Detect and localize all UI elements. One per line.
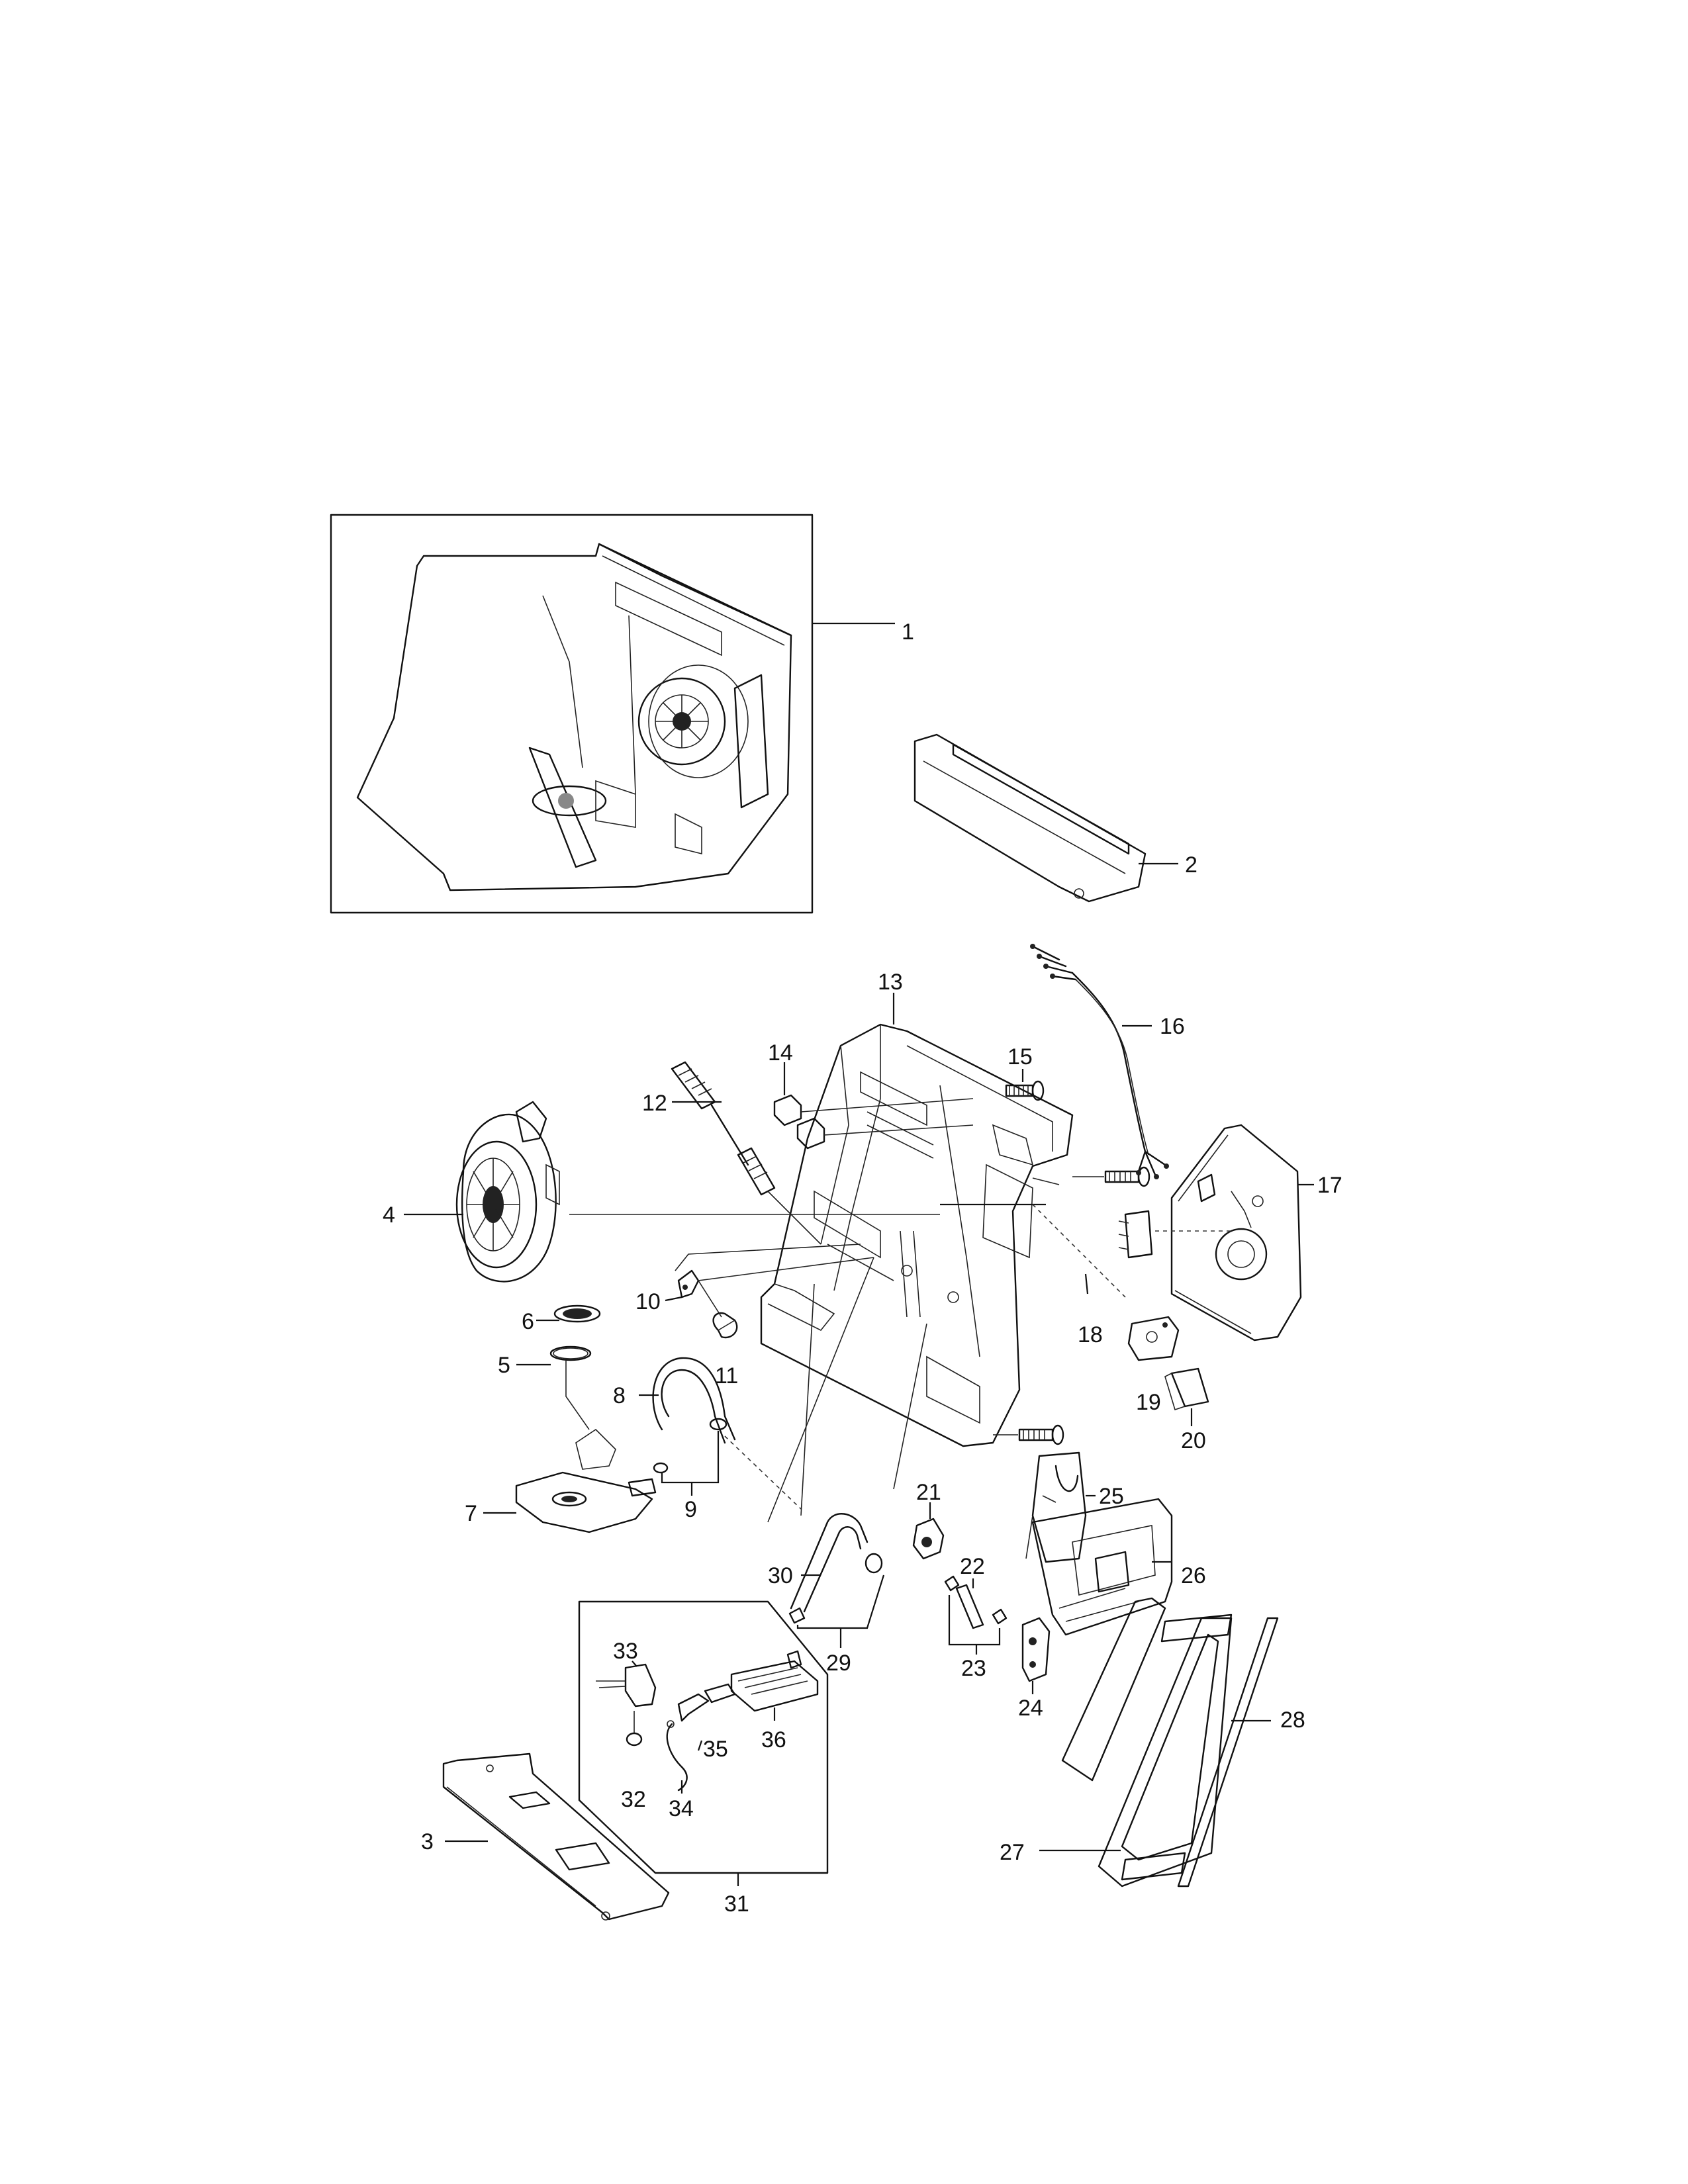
callout-24: 24 (1018, 1696, 1043, 1721)
callout-19: 19 (1136, 1390, 1161, 1415)
callout-30: 30 (768, 1563, 793, 1588)
callout-labels: 1 2 3 4 5 6 7 8 9 10 11 12 13 14 15 16 1… (383, 619, 1342, 1917)
callout-10: 10 (635, 1289, 661, 1314)
part-14-clips (773, 1062, 974, 1150)
callout-34: 34 (669, 1796, 694, 1821)
part-21-valve (912, 1502, 945, 1560)
part-4-motor (404, 1101, 940, 1283)
callout-25: 25 (1099, 1484, 1124, 1509)
part-26-control-board (1031, 1498, 1173, 1636)
part-8-hose (639, 1357, 736, 1444)
callout-18: 18 (1078, 1322, 1103, 1347)
callout-23: 23 (961, 1656, 986, 1681)
part-31-sensor-kit-box (578, 1600, 829, 1886)
part-25-support-bracket (1025, 1451, 1096, 1563)
part-30-hose (790, 1513, 883, 1613)
part-18-marker (1032, 1204, 1126, 1298)
part-15-screws (993, 1069, 1150, 1445)
part-2-cover-plate (914, 733, 1178, 903)
part-19-switch (1127, 1316, 1180, 1361)
callout-28: 28 (1280, 1707, 1305, 1733)
callout-26: 26 (1181, 1563, 1206, 1588)
part-28-strip (1177, 1617, 1279, 1888)
part-24-bracket (1021, 1617, 1051, 1694)
part-20-cap (1164, 1367, 1209, 1426)
part-12-damper-rod (671, 1061, 821, 1245)
part-17-rear-panel (1118, 1124, 1314, 1342)
callout-13: 13 (878, 970, 903, 995)
callout-6: 6 (522, 1309, 534, 1334)
callout-17: 17 (1317, 1173, 1342, 1198)
assembly-overview-box (330, 514, 895, 914)
callout-22: 22 (960, 1554, 985, 1579)
callout-9: 9 (684, 1497, 697, 1522)
callout-29: 29 (826, 1651, 851, 1676)
callout-12: 12 (642, 1091, 667, 1116)
callout-33: 33 (613, 1639, 638, 1664)
callout-36: 36 (761, 1727, 786, 1752)
part-27-front-trim (1039, 1597, 1233, 1888)
part-5-o-ring (516, 1345, 592, 1430)
callout-3: 3 (421, 1829, 434, 1854)
callout-8: 8 (613, 1383, 626, 1408)
frame-connector-line-3 (893, 1323, 927, 1490)
part-7-drain-pump (483, 1428, 657, 1533)
callout-16: 16 (1160, 1014, 1185, 1039)
callout-1: 1 (902, 619, 914, 645)
callout-21: 21 (916, 1480, 941, 1505)
callout-5: 5 (498, 1353, 510, 1378)
part-10-bracket (665, 1244, 861, 1302)
callout-14: 14 (768, 1040, 793, 1066)
callout-20: 20 (1181, 1428, 1206, 1453)
callout-35: 35 (703, 1737, 728, 1762)
part-13-main-frame (760, 993, 1074, 1447)
part-29-clamps (788, 1574, 885, 1648)
callout-15: 15 (1008, 1044, 1033, 1069)
part-11-clamp (697, 1257, 874, 1339)
callout-2: 2 (1185, 852, 1197, 878)
callout-7: 7 (465, 1501, 477, 1526)
callout-11: 11 (715, 1363, 738, 1388)
frame-connector-line-2 (767, 1257, 874, 1523)
callout-32: 32 (621, 1787, 646, 1812)
callout-4: 4 (383, 1203, 395, 1228)
part-22-tube (955, 1578, 984, 1629)
part-3-bottom-plate (442, 1752, 670, 1921)
frame-connector-line (800, 1283, 815, 1516)
callout-27: 27 (1000, 1840, 1025, 1865)
callout-31: 31 (724, 1891, 749, 1917)
part-23-clamps (944, 1575, 1008, 1655)
part-9-clamps (653, 1418, 802, 1510)
part-16-wire-harness (1030, 944, 1169, 1179)
part-6-bearing (536, 1304, 601, 1323)
